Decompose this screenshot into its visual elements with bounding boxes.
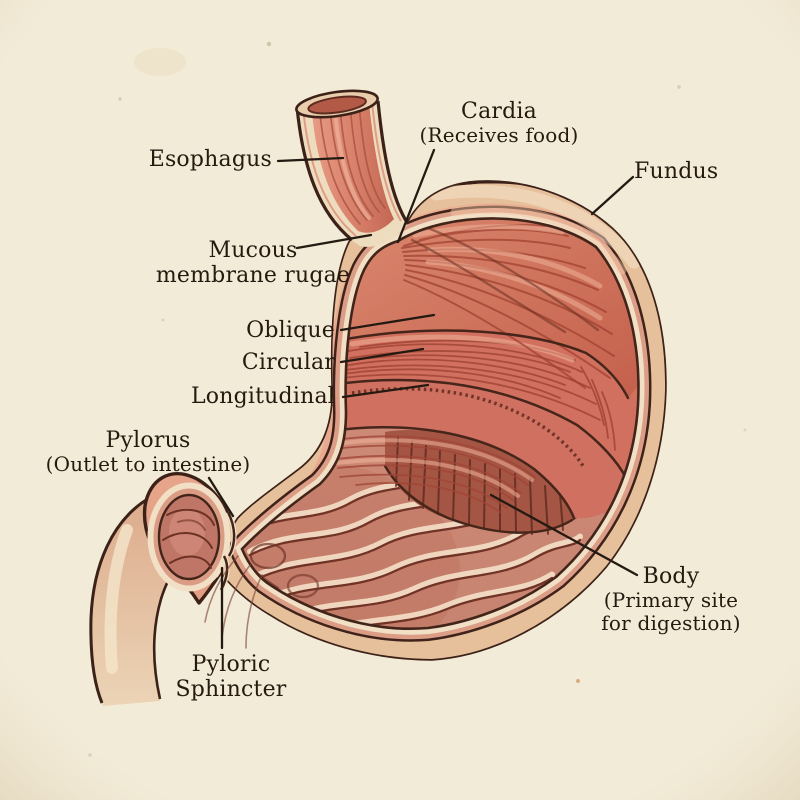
cardia-label-subtext: (Receives food) (419, 123, 579, 148)
pyloric-sphincter-label-line1: Pyloric (191, 652, 271, 677)
esophagus-label-text: Esophagus (148, 147, 272, 172)
circular-label: Circular (135, 350, 335, 375)
cardia-label: Cardia (Receives food) (399, 99, 599, 147)
oblique-label: Oblique (135, 318, 335, 343)
fundus-label-text: Fundus (634, 159, 719, 184)
longitudinal-label-text: Longitudinal (191, 384, 335, 409)
pyloric-sphincter-label: Pyloric Sphincter (131, 652, 331, 702)
body-label-text: Body (642, 564, 700, 589)
body-label: Body (Primary site for digestion) (571, 564, 771, 635)
cardia-label-text: Cardia (461, 99, 537, 124)
mucous-label-line1: Mucous (208, 238, 298, 263)
pylorus-label: Pylorus (Outlet to intestine) (38, 428, 258, 476)
mucous-label-line2: membrane rugae (155, 263, 351, 289)
pylorus-label-text: Pylorus (105, 428, 191, 453)
pyloric-sphincter-label-line2: Sphincter (175, 677, 287, 703)
oblique-label-text: Oblique (246, 318, 335, 343)
mucous-membrane-rugae-label: Mucous membrane rugae (151, 238, 355, 288)
esophagus-label: Esophagus (60, 147, 272, 172)
longitudinal-label: Longitudinal (135, 384, 335, 409)
pylorus-label-subtext: (Outlet to intestine) (45, 452, 251, 477)
circular-label-text: Circular (241, 350, 335, 375)
body-label-subtext2: for digestion) (601, 610, 741, 635)
fundus-label: Fundus (634, 159, 764, 184)
body-label-subtext1: (Primary site (603, 588, 739, 613)
